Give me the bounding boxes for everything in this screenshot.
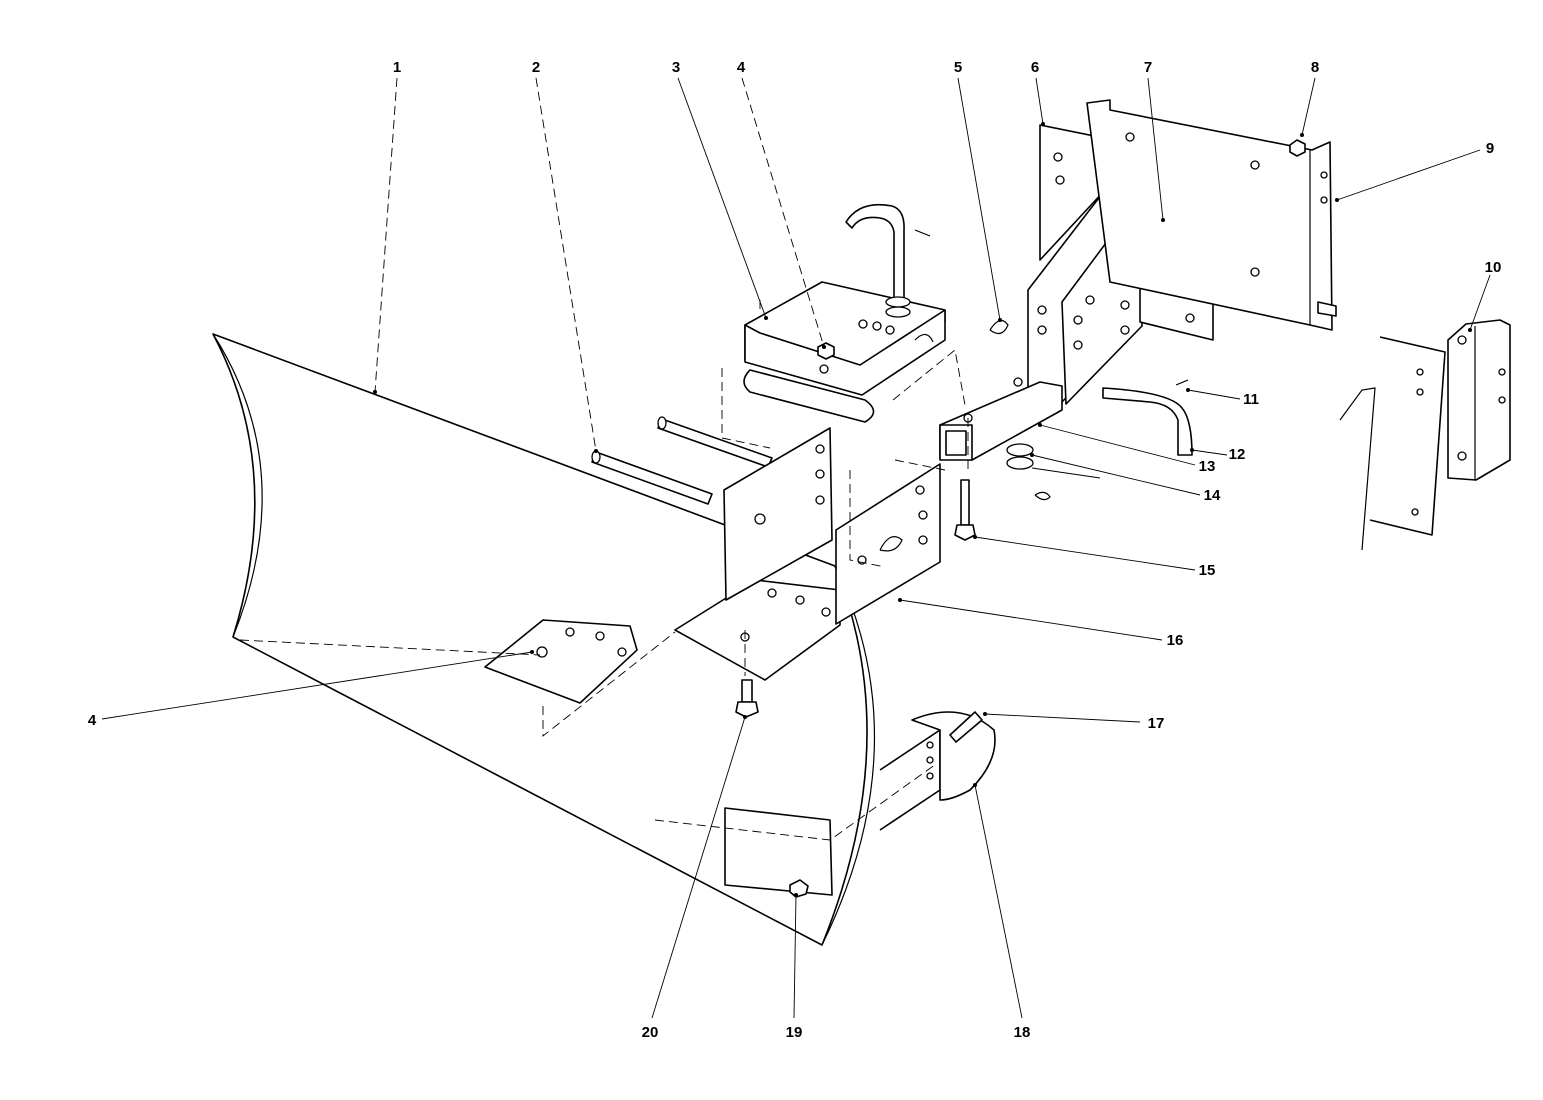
rear-channel-bracket [1086,99,1337,331]
callout-labels: 1 2 3 4 5 6 7 8 9 10 11 12 13 14 15 16 4… [88,59,1502,1041]
callout-15: 15 [1199,562,1216,579]
hitch-bolt-washers [954,443,1051,541]
callout-17: 17 [1148,715,1165,732]
callout-8: 8 [1311,59,1319,76]
callout-9: 9 [1486,140,1494,157]
callout-12: 12 [1229,446,1246,463]
callout-4-top: 4 [737,59,746,76]
callout-19: 19 [786,1024,803,1041]
pivot-pins [591,416,773,505]
callout-7: 7 [1144,59,1152,76]
callout-20: 20 [642,1024,659,1041]
callout-3: 3 [672,59,680,76]
left-support-plate [239,619,676,737]
callout-18: 18 [1014,1024,1031,1041]
blade-bolt [735,630,759,718]
callout-14: 14 [1204,487,1221,504]
blade-mount-plate [674,427,841,681]
lock-pin-upper [845,203,1009,343]
skid-shoe [654,711,996,898]
callout-16: 16 [1167,632,1184,649]
side-bracket [1339,319,1511,551]
pivot-bracket [835,463,941,625]
callout-2: 2 [532,59,540,76]
callout-13: 13 [1199,458,1216,475]
callout-1: 1 [393,59,401,76]
callout-4-left: 4 [88,712,97,729]
callout-11: 11 [1243,391,1259,408]
lock-pin-side [1102,379,1193,456]
callout-leaders [101,77,1491,1019]
callout-5: 5 [954,59,962,76]
callout-10: 10 [1485,259,1502,276]
callout-6: 6 [1031,59,1039,76]
